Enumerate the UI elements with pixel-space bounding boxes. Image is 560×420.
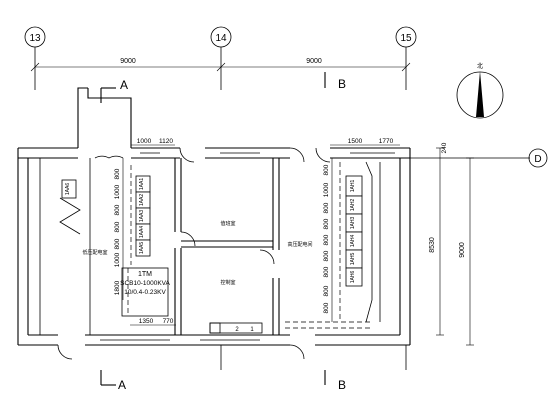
- svg-text:1AH5: 1AH5: [350, 253, 356, 266]
- transformer-id: 1TM: [138, 271, 152, 278]
- svg-text:1500: 1500: [348, 138, 363, 145]
- svg-text:13: 13: [29, 33, 41, 44]
- svg-text:1000: 1000: [114, 252, 121, 267]
- left-single-cabinet: 1AA6: [61, 179, 77, 199]
- svg-text:D: D: [534, 154, 541, 165]
- svg-text:1AA6: 1AA6: [65, 183, 71, 195]
- svg-text:B: B: [338, 77, 346, 91]
- room-label-left: 低压配电室: [82, 249, 107, 256]
- svg-text:800: 800: [114, 168, 121, 179]
- section-mark-b-bottom: B: [324, 370, 346, 392]
- transformer-voltage: 10/0.4-0.23KV: [124, 289, 166, 296]
- left-cabinet-dimensions: 800 1000 800 800 800 1000 1800: [114, 158, 124, 300]
- svg-text:800: 800: [114, 238, 121, 249]
- svg-text:1AH4: 1AH4: [350, 235, 356, 248]
- transformer-model: SCB10-1000KVA: [120, 280, 170, 287]
- svg-text:1AA5: 1AA5: [139, 242, 145, 254]
- svg-text:800: 800: [114, 221, 121, 232]
- room-label-middle-lower: 控制室: [220, 279, 235, 286]
- svg-text:800: 800: [323, 164, 330, 175]
- svg-text:800: 800: [323, 234, 330, 245]
- svg-text:1000: 1000: [137, 138, 152, 145]
- bottom-left-dimension: 1350 770: [130, 318, 176, 326]
- right-top-dimension: 1500 1770: [330, 138, 400, 146]
- svg-text:800: 800: [323, 202, 330, 213]
- grid-axis-13: 13: [24, 26, 46, 90]
- bottom-panel: 2 1: [209, 322, 263, 334]
- left-top-dimension: 1000 1120: [131, 138, 175, 146]
- right-vertical-dimensions: 240 8530 9000: [410, 142, 530, 346]
- svg-text:A: A: [118, 378, 126, 392]
- svg-text:1AH3: 1AH3: [350, 217, 356, 230]
- room-label-right: 高压配电间: [287, 241, 312, 248]
- cabinet-1aa5: [135, 239, 151, 257]
- right-cabinet-dimensions: 800 1000 800 800 800 800 800 800 800: [323, 158, 333, 322]
- left-busbar: [59, 197, 81, 235]
- svg-text:1800: 1800: [114, 280, 121, 295]
- top-span-dimension: 9000 9000: [30, 58, 411, 72]
- grid-axis-14: 14: [210, 26, 232, 90]
- svg-text:240: 240: [441, 142, 448, 153]
- svg-text:A: A: [120, 78, 128, 92]
- svg-text:800: 800: [323, 250, 330, 261]
- wall-openings: [100, 152, 395, 341]
- svg-text:1AA2: 1AA2: [139, 194, 145, 206]
- svg-text:800: 800: [323, 302, 330, 313]
- cabinet-1ah6: [345, 267, 363, 287]
- section-mark-b-top: B: [324, 72, 346, 91]
- svg-text:8530: 8530: [429, 237, 436, 253]
- north-label: 北: [477, 62, 483, 70]
- svg-text:1000: 1000: [323, 182, 330, 197]
- svg-text:14: 14: [215, 33, 227, 44]
- north-arrow: 北: [456, 62, 504, 119]
- svg-text:1000: 1000: [114, 184, 121, 199]
- svg-text:800: 800: [323, 266, 330, 277]
- svg-text:1AH6: 1AH6: [350, 271, 356, 284]
- svg-text:1AA1: 1AA1: [139, 178, 145, 190]
- section-mark-a-bottom: A: [100, 370, 126, 392]
- svg-text:800: 800: [323, 218, 330, 229]
- dim-span-13-14: 9000: [120, 58, 136, 65]
- left-cabinet-row: 1AA1 1AA2 1AA3 1AA4 1AA5: [130, 165, 151, 265]
- svg-text:1AH2: 1AH2: [350, 199, 356, 212]
- svg-text:B: B: [338, 378, 346, 392]
- grid-axis-d: D: [528, 148, 548, 168]
- doors: [57, 147, 331, 360]
- section-mark-a-top: A: [100, 78, 128, 103]
- svg-text:1120: 1120: [159, 138, 173, 145]
- svg-text:1AA4: 1AA4: [139, 226, 145, 238]
- grid-axis-15: 15: [395, 26, 417, 90]
- dim-span-14-15: 9000: [306, 58, 322, 65]
- svg-text:2: 2: [235, 327, 239, 333]
- svg-text:770: 770: [163, 318, 174, 325]
- svg-text:1350: 1350: [139, 318, 154, 325]
- svg-text:800: 800: [114, 204, 121, 215]
- svg-text:1: 1: [250, 327, 254, 333]
- svg-text:1770: 1770: [379, 138, 394, 145]
- transformer-1tm: 1TM SCB10-1000KVA 10/0.4-0.23KV: [120, 267, 171, 317]
- building-walls: [17, 87, 411, 346]
- svg-text:800: 800: [323, 285, 330, 296]
- svg-text:1AH1: 1AH1: [350, 180, 356, 193]
- svg-text:1AA3: 1AA3: [139, 210, 145, 222]
- room-label-middle-upper: 值班室: [220, 220, 235, 227]
- svg-text:15: 15: [400, 33, 412, 44]
- right-cabinet-row: 1AH1 1AH2 1AH3 1AH4 1AH5 1AH6: [285, 161, 381, 329]
- svg-text:9000: 9000: [459, 242, 466, 258]
